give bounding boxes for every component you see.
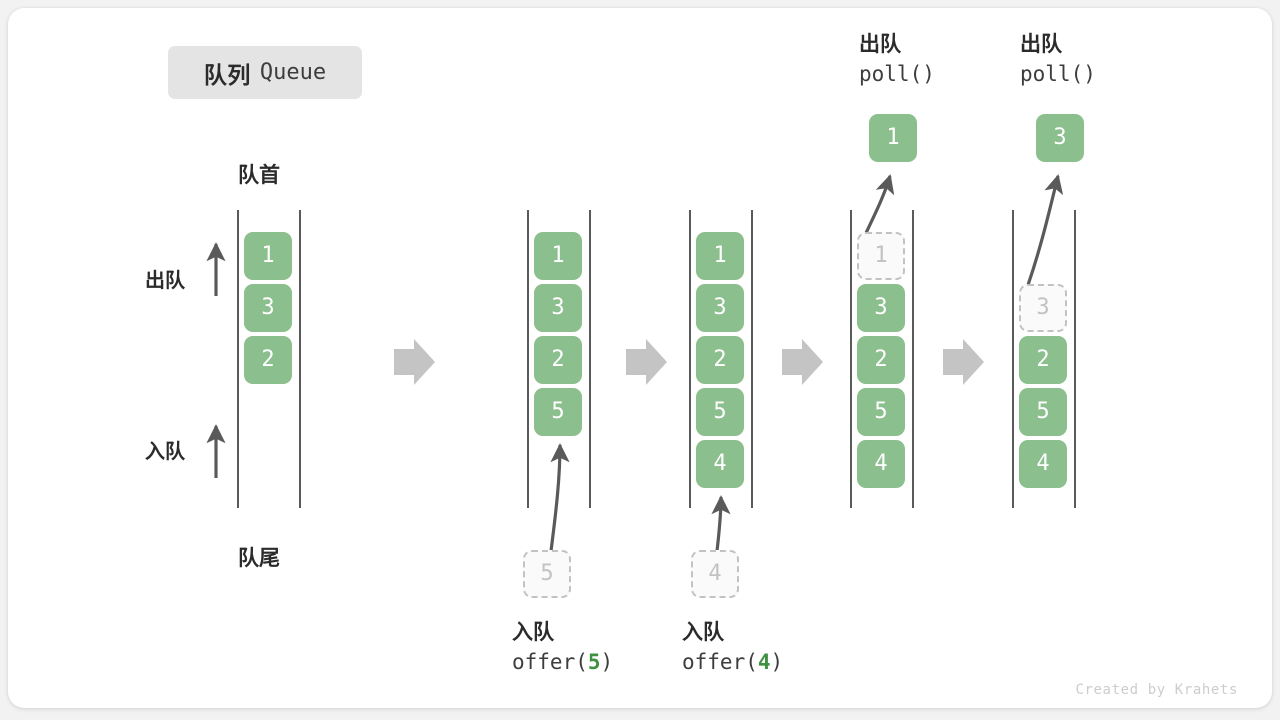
queue-rear-label: 队尾 — [238, 547, 280, 570]
code-prefix: offer( — [512, 649, 588, 674]
step-caption-cn: 入队 — [512, 621, 554, 644]
step-caption-offer-4: 入队 offer(4) — [682, 618, 783, 678]
queue-rail-right — [299, 210, 301, 508]
code-suffix: ) — [1083, 61, 1096, 86]
queue-cell-value: 2 — [1036, 347, 1050, 372]
polled-element-value: 3 — [1053, 125, 1067, 150]
queue-rail-right — [912, 210, 914, 508]
queue-cell-value: 4 — [1036, 451, 1050, 476]
step-caption-poll-3: 出队 poll() — [1020, 30, 1096, 90]
queue-cell-value: 5 — [713, 399, 727, 424]
queue-cell-value: 4 — [713, 451, 727, 476]
queue-cell-value: 3 — [874, 295, 888, 320]
queue-cell: 1 — [696, 232, 744, 280]
outgoing-ghost-cell: 1 — [857, 232, 905, 280]
queue-cell: 2 — [244, 336, 292, 384]
queue-cell-value: 4 — [874, 451, 888, 476]
diagram-card — [8, 8, 1272, 708]
queue-cell: 3 — [534, 284, 582, 332]
queue-rail-right — [589, 210, 591, 508]
step-caption-cn: 入队 — [682, 621, 724, 644]
incoming-ghost-value: 5 — [540, 561, 554, 586]
queue-front-label: 队首 — [238, 164, 280, 187]
queue-rail-left — [1012, 210, 1014, 508]
queue-cell: 3 — [244, 284, 292, 332]
code-suffix: ) — [600, 649, 614, 674]
queue-cell-value: 5 — [551, 399, 565, 424]
incoming-ghost-value: 4 — [708, 561, 722, 586]
queue-cell: 5 — [534, 388, 582, 436]
polled-element-value: 1 — [886, 125, 900, 150]
queue-cell-value: 3 — [551, 295, 565, 320]
step-caption-code: poll() — [1020, 60, 1096, 90]
diagram-title-chip: 队列 Queue — [168, 46, 362, 99]
queue-cell: 3 — [696, 284, 744, 332]
queue-cell-value: 2 — [551, 347, 565, 372]
code-prefix: poll( — [859, 61, 923, 86]
queue-cell: 4 — [1019, 440, 1067, 488]
incoming-ghost-cell: 5 — [523, 550, 571, 598]
queue-rail-left — [689, 210, 691, 508]
step-caption-cn: 出队 — [859, 33, 901, 56]
step-caption-code: poll() — [859, 60, 935, 90]
polled-element-cell: 1 — [869, 114, 917, 162]
outgoing-ghost-value: 1 — [874, 243, 888, 268]
queue-cell: 2 — [1019, 336, 1067, 384]
queue-cell-value: 1 — [261, 243, 275, 268]
code-prefix: poll( — [1020, 61, 1084, 86]
queue-rail-right — [1074, 210, 1076, 508]
polled-element-cell: 3 — [1036, 114, 1084, 162]
diagram-title-cn: 队列 — [203, 61, 251, 88]
code-suffix: ) — [922, 61, 935, 86]
step-caption-cn: 出队 — [1020, 33, 1062, 56]
incoming-ghost-cell: 4 — [691, 550, 739, 598]
queue-cell-value: 2 — [261, 347, 275, 372]
queue-cell: 4 — [696, 440, 744, 488]
queue-cell-value: 1 — [713, 243, 727, 268]
queue-cell-value: 2 — [874, 347, 888, 372]
queue-cell: 5 — [696, 388, 744, 436]
step-caption-offer-5: 入队 offer(5) — [512, 618, 613, 678]
step-caption-code: offer(4) — [682, 648, 783, 678]
code-prefix: offer( — [682, 649, 758, 674]
queue-cell-value: 5 — [1036, 399, 1050, 424]
queue-cell-value: 5 — [874, 399, 888, 424]
queue-cell: 1 — [244, 232, 292, 280]
enqueue-direction-label: 入队 — [145, 441, 185, 463]
queue-cell-value: 3 — [713, 295, 727, 320]
step-caption-poll-1: 出队 poll() — [859, 30, 935, 90]
queue-rail-right — [751, 210, 753, 508]
code-arg: 4 — [757, 649, 771, 674]
queue-cell-value: 1 — [551, 243, 565, 268]
queue-cell-value: 3 — [261, 295, 275, 320]
queue-cell: 1 — [534, 232, 582, 280]
dequeue-direction-label: 出队 — [145, 270, 185, 292]
queue-rail-left — [850, 210, 852, 508]
outgoing-ghost-cell: 3 — [1019, 284, 1067, 332]
diagram-title-en: Queue — [259, 60, 327, 85]
code-arg: 5 — [587, 649, 601, 674]
queue-cell-value: 2 — [713, 347, 727, 372]
queue-rail-left — [527, 210, 529, 508]
queue-cell: 3 — [857, 284, 905, 332]
queue-rail-left — [237, 210, 239, 508]
code-suffix: ) — [770, 649, 784, 674]
queue-cell: 5 — [857, 388, 905, 436]
queue-cell: 5 — [1019, 388, 1067, 436]
watermark: Created by Krahets — [1075, 682, 1238, 698]
queue-cell: 2 — [696, 336, 744, 384]
queue-cell: 2 — [534, 336, 582, 384]
outgoing-ghost-value: 3 — [1036, 295, 1050, 320]
queue-cell: 4 — [857, 440, 905, 488]
queue-cell: 2 — [857, 336, 905, 384]
step-caption-code: offer(5) — [512, 648, 613, 678]
